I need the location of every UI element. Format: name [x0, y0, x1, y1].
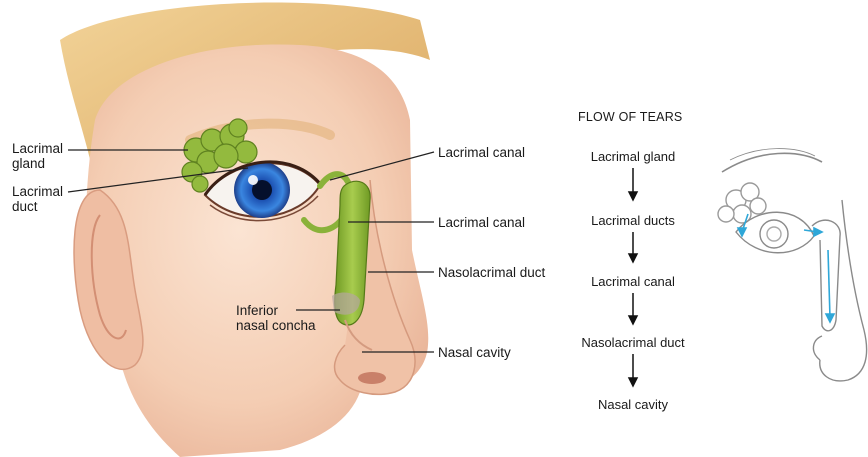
flow-arrow-1-down-icon	[629, 168, 637, 200]
flow-arrow-2-down-icon	[629, 232, 637, 262]
flow-arrow-4-down-icon	[629, 354, 637, 386]
flow-arrow-3-down-icon	[629, 293, 637, 324]
